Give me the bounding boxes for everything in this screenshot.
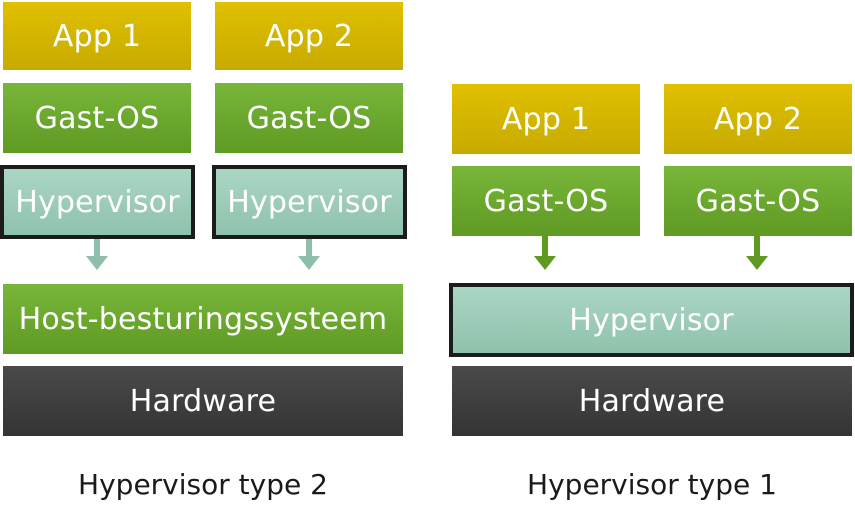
type1-guest-os-2-box: Gast-OS xyxy=(664,166,852,236)
type2-app-1-box: App 1 xyxy=(3,2,191,70)
type2-caption: Hypervisor type 2 xyxy=(78,468,328,501)
type2-host-os-box: Host-besturingssysteem xyxy=(3,284,403,354)
type2-hypervisor-2-box: Hypervisor xyxy=(212,165,407,239)
type1-caption: Hypervisor type 1 xyxy=(527,468,777,501)
type1-hypervisor-box: Hypervisor xyxy=(449,283,854,357)
type1-hardware-box: Hardware xyxy=(452,366,852,436)
type2-app-2-box: App 2 xyxy=(215,2,403,70)
type2-guest-os-2-box: Gast-OS xyxy=(215,83,403,153)
type2-arrow-2 xyxy=(298,239,320,270)
type2-guest-os-1-box: Gast-OS xyxy=(3,83,191,153)
type2-arrow-1 xyxy=(86,239,108,270)
type1-guest-os-1-box: Gast-OS xyxy=(452,166,640,236)
type1-arrow-1 xyxy=(534,236,556,270)
type1-app-1-box: App 1 xyxy=(452,84,640,154)
type1-app-2-box: App 2 xyxy=(664,84,852,154)
type2-hardware-box: Hardware xyxy=(3,366,403,436)
type2-hypervisor-1-box: Hypervisor xyxy=(0,165,195,239)
type1-arrow-2 xyxy=(746,236,768,270)
